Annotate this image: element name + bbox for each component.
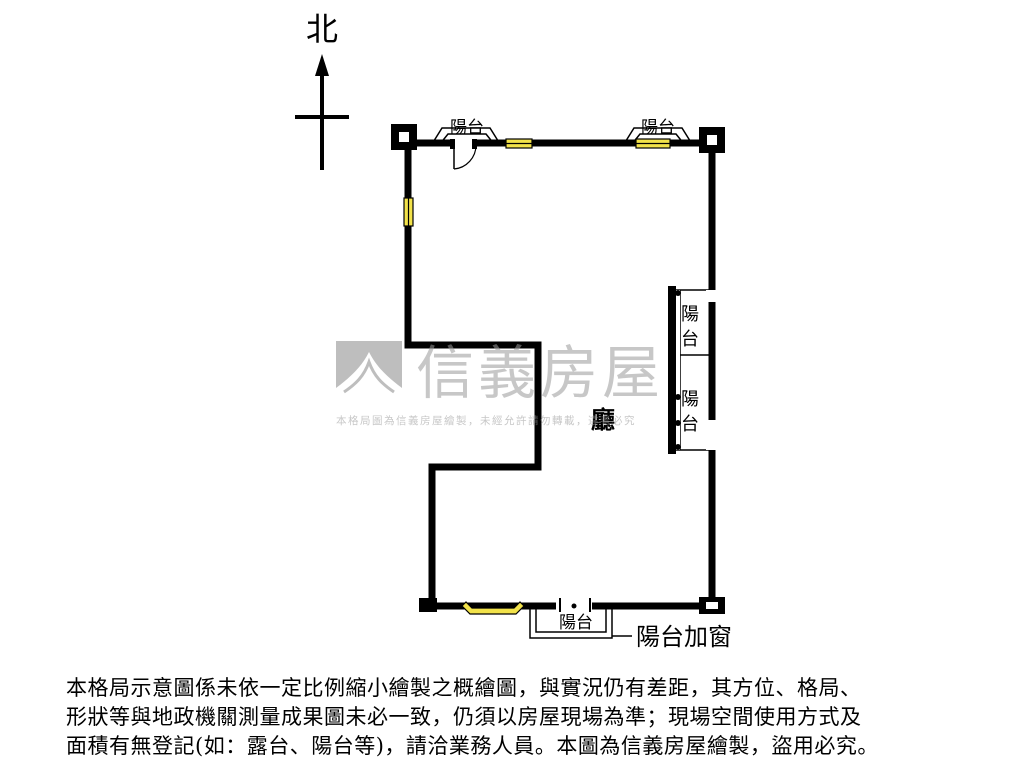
balcony-label-top-left: 陽台 bbox=[450, 118, 484, 138]
watermark-notice: 本格局圖為信義房屋繪製，未經允許請勿轉載，違者必究 bbox=[336, 414, 636, 427]
brand-logo-icon bbox=[336, 341, 402, 399]
disclaimer-text: 本格局示意圖係未依一定比例縮小繪製之概繪圖，與實況仍有差距，其方位、格局、 形狀… bbox=[66, 676, 879, 758]
bottom-wall-opening bbox=[556, 598, 592, 612]
balcony-label-right-upper-2: 台 bbox=[681, 329, 699, 350]
windows bbox=[403, 138, 671, 615]
balcony-callout-label: 陽台加窗 bbox=[636, 623, 732, 651]
corner-columns bbox=[391, 124, 725, 614]
balcony-label-top-right: 陽台 bbox=[641, 118, 675, 138]
compass-arrow-icon bbox=[315, 54, 329, 76]
entry-door bbox=[450, 139, 477, 170]
north-label: 北 bbox=[306, 10, 338, 48]
balcony-label-right-lower-2: 台 bbox=[681, 414, 699, 435]
balcony-label-right-lower-1: 陽 bbox=[681, 389, 699, 410]
room-label-hall: 廳 bbox=[591, 405, 615, 434]
balcony-label-bottom: 陽台 bbox=[559, 613, 593, 633]
watermark-brand: 信義房屋 bbox=[416, 339, 664, 407]
top-left-balcony bbox=[431, 127, 501, 145]
north-compass: 北 bbox=[295, 10, 349, 170]
watermark: 信義房屋 本格局圖為信義房屋繪製，未經允許請勿轉載，違者必究 bbox=[336, 339, 664, 427]
balcony-label-right-upper-1: 陽 bbox=[681, 304, 699, 325]
right-wall-openings bbox=[668, 286, 718, 454]
